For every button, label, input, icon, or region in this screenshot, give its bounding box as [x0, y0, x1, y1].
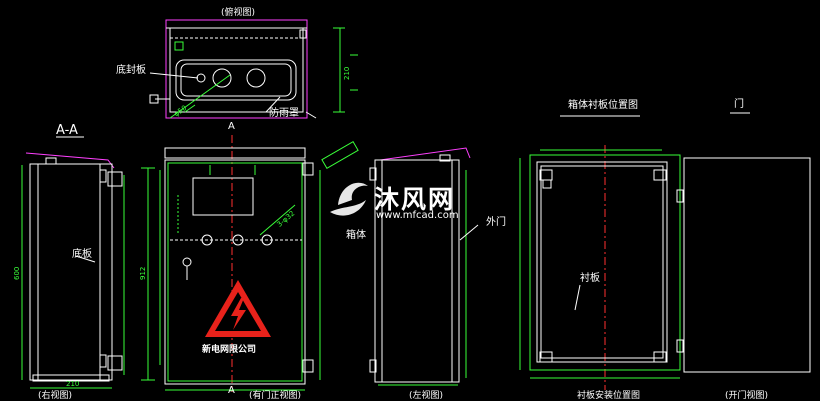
dim-side-height: 600 [13, 266, 21, 280]
dim-front-height: 912 [139, 266, 147, 280]
door-title: 门 [734, 99, 744, 110]
board-install-view-title: 衬板安装位置图 [577, 391, 641, 401]
right-view [21, 152, 125, 389]
cut-mark-bottom: A [228, 385, 235, 396]
dim-top-height: 210 [343, 66, 351, 80]
left-view-title: (左视图) [409, 391, 444, 401]
left-view [369, 147, 479, 386]
right-view-title: (右视图) [38, 391, 73, 401]
outer-door-label: 外门 [486, 217, 506, 228]
open-door-view [676, 112, 811, 373]
top-view-title: (俯视图) [221, 8, 256, 18]
front-view [141, 135, 359, 392]
lining-board-label: 衬板 [580, 273, 600, 284]
watermark-logo-text: 沐风网 [374, 185, 456, 214]
bottom-seal-label: 底封板 [116, 65, 146, 76]
top-view [149, 19, 358, 119]
section-label: A-A [56, 123, 78, 138]
cut-mark-top: A [228, 121, 235, 132]
rain-cover-label: 防雨罩 [269, 108, 299, 119]
board-install-view [519, 145, 681, 390]
dim-right-width: 210 [66, 380, 80, 388]
base-plate-label: 底板 [72, 249, 92, 260]
watermark-url: www.mfcad.com [376, 210, 459, 221]
board-position-title: 箱体衬板位置图 [568, 100, 638, 111]
company-label: 新电网限公司 [202, 345, 257, 355]
open-door-view-title: (开门视图) [725, 391, 769, 401]
lock-handle-icon [182, 257, 192, 280]
front-view-title: (有门正视图) [249, 391, 302, 401]
box-body-label: 箱体 [346, 230, 366, 241]
lightning-bolt-icon [231, 298, 246, 330]
